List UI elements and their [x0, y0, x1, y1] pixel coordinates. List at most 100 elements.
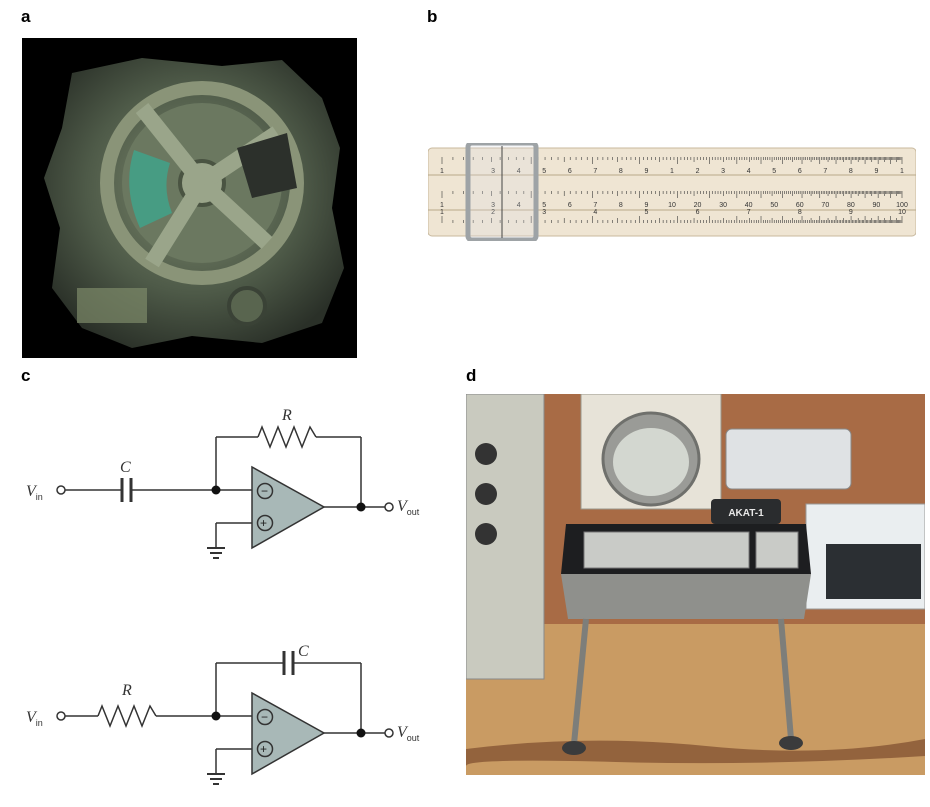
akat-1-drawing: AKAT-1	[466, 394, 925, 775]
lower-fragment	[77, 288, 147, 323]
gear-spoke-2	[196, 177, 273, 249]
gear-spoke-3	[135, 103, 209, 188]
akat-nameplate: AKAT-1	[728, 508, 764, 519]
slide-rule-numeral: 60	[796, 202, 804, 209]
output-terminal-top	[384, 502, 394, 512]
slide-rule-numeral: 5	[644, 209, 648, 216]
capacitor-label-top: C	[120, 459, 131, 476]
akat-1-computer-photo: AKAT-1	[466, 394, 925, 775]
gear-spoke-4	[145, 178, 209, 268]
capacitor-label-bottom: C	[298, 643, 309, 660]
vout-label-top: Vout	[397, 498, 420, 517]
plus-circle-top	[256, 514, 274, 532]
output-terminal-bottom	[384, 728, 394, 738]
resistor-label-bottom: R	[121, 682, 132, 699]
dark-cavity	[237, 133, 297, 198]
slide-rule-numeral: 3	[721, 168, 725, 175]
slide-rule-numeral: 1	[670, 168, 674, 175]
control-keypad	[755, 531, 799, 569]
slide-rule-drawing: 1234567891234567891123456789102030405060…	[428, 143, 916, 241]
antikythera-mechanism-photo	[22, 38, 357, 358]
slide-rule-numeral: 1	[440, 202, 444, 209]
input-terminal-bottom	[56, 711, 66, 721]
verdigris-patch	[129, 150, 172, 228]
slide-rule-numeral: 1	[900, 168, 904, 175]
panel-letter-c: c	[21, 366, 31, 385]
slide-rule-numeral: 50	[770, 202, 778, 209]
integrator-circuit	[56, 651, 394, 785]
desk-foot-2	[779, 736, 803, 750]
slide-rule-body	[428, 147, 916, 237]
minus-circle-bottom	[256, 708, 274, 726]
slide-rule-numeral: 9	[849, 209, 853, 216]
slide-rule-numeral: 90	[873, 202, 881, 209]
slide-rule-numeral: 5	[542, 168, 546, 175]
desk-foot-1	[562, 741, 586, 755]
slide-rule-numeral: 4	[593, 209, 597, 216]
console-desk-body	[561, 574, 811, 619]
panel-letter-b: b	[427, 7, 438, 26]
slide-rule-numeral: 8	[619, 202, 623, 209]
slide-rule-numeral: 7	[593, 168, 597, 175]
slide-rule-numeral: 9	[644, 168, 648, 175]
slide-rule-ticks	[441, 157, 903, 223]
panel-letter-a: a	[21, 7, 31, 26]
slide-rule-numeral: 20	[694, 202, 702, 209]
nameplate-box	[711, 499, 781, 524]
slide-rule-numeral: 8	[619, 168, 623, 175]
resistor-label-top: R	[281, 407, 292, 424]
slide-rule-numeral: 1	[440, 209, 444, 216]
slide-rule-numeral: 100	[896, 202, 908, 209]
vout-label-bottom: Vout	[397, 724, 420, 743]
slide-rule-numeral: 4	[747, 168, 751, 175]
plus-circle-bottom	[256, 740, 274, 758]
plus-sign-bottom: +	[260, 742, 267, 756]
vin-label-top: Vin	[26, 483, 43, 502]
slide-rule-numeral: 6	[798, 168, 802, 175]
desk-leg-2	[778, 618, 794, 740]
resistor-top	[257, 424, 317, 450]
slide-rule-numeral: 6	[568, 168, 572, 175]
junction-in-bottom	[211, 711, 221, 721]
slide-rule-numeral: 1	[440, 168, 444, 175]
slide-rule-numeral: 3	[491, 168, 495, 175]
printer-device	[725, 428, 852, 490]
slide-rule-numeral: 2	[696, 168, 700, 175]
slide-rule-numeral: 5	[542, 202, 546, 209]
slide-rule-numeral: 9	[644, 202, 648, 209]
slide-rule-numeral: 40	[745, 202, 753, 209]
slide-rule-numeral: 7	[593, 202, 597, 209]
panel-letter-d: d	[466, 366, 477, 385]
desk-leg-1	[571, 618, 589, 745]
slide-rule-numeral: 2	[491, 209, 495, 216]
minus-circle-top	[256, 482, 274, 500]
slide-rule-numeral: 4	[517, 202, 521, 209]
slide-rule-numeral: 10	[898, 209, 906, 216]
slide-rule-numeral: 10	[668, 202, 676, 209]
minus-sign-top: −	[261, 484, 268, 498]
slide-rule-numeral: 6	[568, 202, 572, 209]
slide-rule-numeral: 3	[542, 209, 546, 216]
input-terminal-top	[56, 485, 66, 495]
junction-out-top	[356, 502, 366, 512]
antikythera-mechanism-drawing	[44, 58, 344, 348]
slide-rule-numeral: 8	[849, 168, 853, 175]
slide-rule-numeral: 9	[874, 168, 878, 175]
slide-rule-numeral: 30	[719, 202, 727, 209]
slide-rule-numeral: 7	[823, 168, 827, 175]
slide-rule-numeral: 6	[696, 209, 700, 216]
cabinet-dial-3	[475, 523, 497, 545]
typewriter-keys	[826, 544, 921, 599]
slide-rule-numeral: 4	[517, 168, 521, 175]
junction-in-top	[211, 485, 221, 495]
slide-rule-numeral: 3	[491, 202, 495, 209]
small-gear	[227, 286, 267, 326]
cabinet-dial-1	[475, 443, 497, 465]
oscilloscope-screen	[613, 428, 689, 496]
junction-out-bottom	[356, 728, 366, 738]
slide-rule-numeral: 80	[847, 202, 855, 209]
slide-rule-numeral: 70	[821, 202, 829, 209]
differentiator-circuit	[56, 424, 394, 559]
minus-sign-bottom: −	[261, 710, 268, 724]
main-gear-ring	[100, 81, 304, 285]
